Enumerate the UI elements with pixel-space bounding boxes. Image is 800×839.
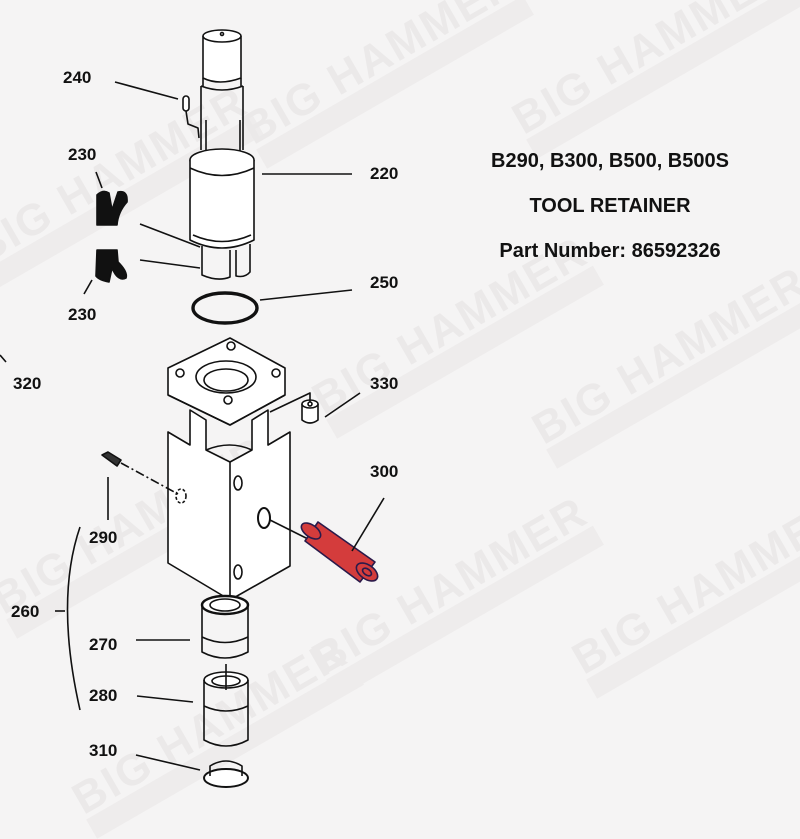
part-220-assembly xyxy=(189,29,352,280)
part-270-bushing xyxy=(136,594,250,659)
bracket-260 xyxy=(66,526,81,711)
callout-260: 260 xyxy=(11,602,40,621)
models-title: B290, B300, B500, B500S xyxy=(491,150,729,172)
callout-320: 320 xyxy=(13,374,42,393)
part-240-pin xyxy=(114,81,200,139)
callout-230-bottom: 230 xyxy=(68,305,97,324)
callout-300: 300 xyxy=(370,462,399,481)
part-300-retainer-pin xyxy=(300,497,385,583)
callout-230-top: 230 xyxy=(68,145,97,164)
leader-320 xyxy=(0,354,7,363)
part-280-bushing xyxy=(136,664,249,747)
callout-290: 290 xyxy=(89,528,118,547)
part-name: TOOL RETAINER xyxy=(529,195,691,217)
callout-310: 310 xyxy=(89,741,118,760)
callout-280: 280 xyxy=(89,686,118,705)
part-330-plug xyxy=(269,392,361,424)
callout-330: 330 xyxy=(370,374,399,393)
part-290-grease-nipple xyxy=(101,451,179,520)
callout-240: 240 xyxy=(63,68,92,87)
housing xyxy=(167,337,311,601)
part-250-o-ring xyxy=(191,289,353,325)
exploded-parts-diagram xyxy=(0,29,385,788)
callout-270: 270 xyxy=(89,635,118,654)
callout-220: 220 xyxy=(370,164,399,183)
part-230-seals xyxy=(83,171,201,295)
callout-250: 250 xyxy=(370,273,399,292)
part-number: Part Number: 86592326 xyxy=(499,240,721,262)
part-310-cap xyxy=(135,754,249,788)
